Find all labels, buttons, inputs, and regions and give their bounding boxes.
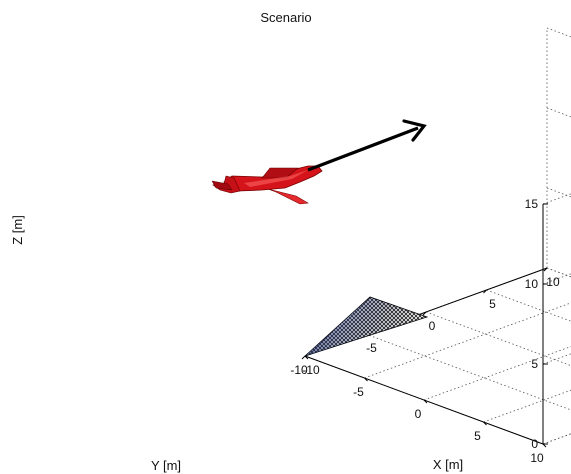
aircraft-highlight <box>244 170 308 187</box>
x-tick-label: 10 <box>546 275 560 289</box>
grid-floor-x <box>486 289 571 322</box>
x-tick-mark <box>422 311 427 316</box>
direction-arrow <box>307 119 427 172</box>
y-tick-label: -10 <box>290 363 308 377</box>
y-tick-mark <box>304 355 309 360</box>
y-tick-mark <box>364 377 368 382</box>
z-axis-title: Z [m] <box>10 215 25 245</box>
y-tick-mark <box>542 443 547 448</box>
x-tick-mark <box>483 289 487 294</box>
y-tick-mark <box>423 399 428 404</box>
x-tick-mark <box>543 267 548 272</box>
grid-sidewall-z <box>546 107 571 118</box>
x-tick-label: -10 <box>302 363 320 377</box>
y-tick-label: 10 <box>530 451 544 465</box>
aircraft <box>211 165 323 205</box>
y-tick-mark <box>483 421 487 426</box>
z-tick-label: 15 <box>525 197 539 211</box>
axis-frame <box>301 203 548 448</box>
x-tick-label: -5 <box>366 341 377 355</box>
ground-footprint <box>304 296 429 357</box>
x-tick-mark <box>301 355 306 360</box>
z-tick-label: 0 <box>531 437 538 451</box>
x-axis-title: X [m] <box>433 457 463 472</box>
x-tick-label: 0 <box>429 319 436 333</box>
z-tick-label: 10 <box>525 277 539 291</box>
grid-floor-y <box>542 433 571 445</box>
grid-floor-y <box>483 389 571 423</box>
grid-floor-x <box>425 311 571 367</box>
y-tick-label: -5 <box>353 385 364 399</box>
aircraft-wing-right <box>267 188 309 205</box>
y-tick-label: 0 <box>415 407 422 421</box>
aircraft-stabilizer <box>211 180 233 191</box>
x-tick-label: 5 <box>489 297 496 311</box>
y-tick-label: 5 <box>474 429 481 443</box>
grid-floor-y <box>423 346 571 401</box>
tick-labels: 0 5 10 15 -10 -5 0 5 10 -10 -5 0 5 10 <box>290 197 560 465</box>
grid-lines <box>304 27 571 445</box>
grid-floor-x <box>365 333 571 411</box>
grid-backwall-z <box>542 353 571 365</box>
grid-backwall-z <box>542 433 571 445</box>
grid-floor-y <box>364 302 571 379</box>
y-axis-title: Y [m] <box>151 458 181 473</box>
z-tick-label: 5 <box>531 357 538 371</box>
footprint-shade <box>305 297 427 356</box>
chart-title: Scenario <box>260 10 311 25</box>
grid-sidewall-z <box>546 27 571 38</box>
